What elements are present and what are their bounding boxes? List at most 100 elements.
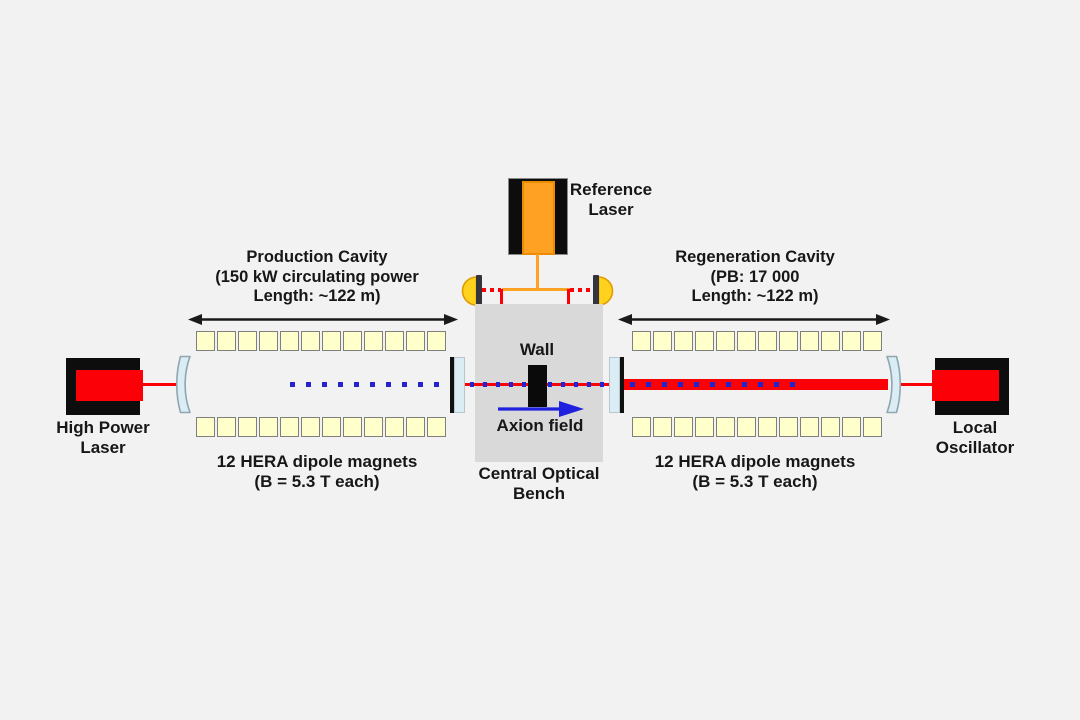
magnet-square <box>842 331 861 351</box>
dotted-beam-right <box>570 288 593 292</box>
magnet-square <box>238 331 257 351</box>
magnet-row-right-bottom <box>632 417 882 437</box>
regeneration-cavity-length: Length: ~122 m) <box>691 287 819 305</box>
magnet-square <box>322 331 341 351</box>
magnet-square <box>343 331 362 351</box>
wall-label: Wall <box>519 340 555 359</box>
magnet-square <box>301 331 320 351</box>
local-oscillator-label: Local Oscillator <box>910 418 1040 458</box>
magnet-square <box>280 331 299 351</box>
high-power-laser-label-line2: Laser <box>80 438 126 457</box>
magnet-square <box>758 331 777 351</box>
regeneration-cavity-title: Regeneration Cavity <box>675 248 835 266</box>
production-cavity-label: Production Cavity (150 kW circulating po… <box>167 248 467 307</box>
magnet-square <box>385 417 404 437</box>
magnet-square <box>779 331 798 351</box>
magnet-square <box>716 417 735 437</box>
regeneration-cavity-pb: (PB: 17 000 <box>710 267 800 286</box>
magnet-square <box>301 417 320 437</box>
central-bench-label-line1: Central Optical <box>478 464 600 483</box>
reference-laser-label: Reference Laser <box>556 180 666 220</box>
magnet-square <box>196 331 215 351</box>
local-oscillator-label-line1: Local <box>952 418 998 437</box>
flat-mirror-left <box>454 357 465 413</box>
magnet-square <box>863 417 882 437</box>
curved-mirror-left-icon <box>175 355 193 414</box>
high-power-laser-core <box>76 370 143 401</box>
magnet-square <box>322 417 341 437</box>
regeneration-cavity-label: Regeneration Cavity (PB: 17 000 Length: … <box>605 248 905 307</box>
production-cavity-length: Length: ~122 m) <box>253 287 381 305</box>
wall <box>528 365 547 407</box>
hera-magnets-label-right: 12 HERA dipole magnets (B = 5.3 T each) <box>605 452 905 492</box>
magnet-row-left-top <box>196 331 446 351</box>
flat-mirror-right <box>609 357 620 413</box>
axion-field-label: Axion field <box>496 416 584 435</box>
magnet-square <box>842 417 861 437</box>
curved-mirror-right-icon <box>884 355 902 414</box>
magnet-square <box>259 417 278 437</box>
magnet-square <box>427 417 446 437</box>
flat-mirror-left-coating <box>450 357 454 413</box>
magnet-square <box>364 331 383 351</box>
magnet-square <box>259 331 278 351</box>
production-cavity-power: (150 kW circulating power <box>215 267 419 286</box>
magnet-row-left-bottom <box>196 417 446 437</box>
hera-right-line1: 12 HERA dipole magnets <box>654 452 856 471</box>
hp-laser-output-beam <box>141 383 181 386</box>
magnet-square <box>800 331 819 351</box>
magnet-square <box>196 417 215 437</box>
magnet-square <box>821 331 840 351</box>
magnet-square <box>385 331 404 351</box>
magnet-square <box>863 331 882 351</box>
magnet-square <box>364 417 383 437</box>
magnet-square <box>217 331 236 351</box>
magnet-square <box>800 417 819 437</box>
high-power-laser-label: High Power Laser <box>38 418 168 458</box>
magnet-square <box>716 331 735 351</box>
magnet-square <box>217 417 236 437</box>
magnet-row-right-top <box>632 331 882 351</box>
magnet-square <box>406 331 425 351</box>
reference-beam-horizontal <box>502 288 570 291</box>
magnet-square <box>343 417 362 437</box>
magnet-square <box>406 417 425 437</box>
hera-left-line1: 12 HERA dipole magnets <box>216 452 418 471</box>
reference-beam-vertical <box>536 254 539 290</box>
photodetector-left-plate <box>476 275 482 306</box>
hera-left-line2: (B = 5.3 T each) <box>254 472 380 491</box>
regeneration-cavity-extent-arrow-icon <box>618 311 890 328</box>
magnet-square <box>737 417 756 437</box>
magnet-square <box>280 417 299 437</box>
production-cavity-title: Production Cavity <box>246 248 388 266</box>
central-bench-label: Central Optical Bench <box>459 464 619 503</box>
photodetector-left-icon <box>460 276 478 306</box>
dotted-beam-left <box>482 288 501 292</box>
axion-field-arrow-icon <box>496 399 586 419</box>
magnet-square <box>779 417 798 437</box>
magnet-square <box>427 331 446 351</box>
magnet-square <box>674 417 693 437</box>
local-oscillator-core <box>932 370 999 401</box>
reference-laser-label-line2: Laser <box>588 200 634 219</box>
magnet-square <box>821 417 840 437</box>
production-cavity-extent-arrow-icon <box>188 311 458 328</box>
photodetector-right-plate <box>593 275 599 306</box>
magnet-square <box>653 331 672 351</box>
magnet-square <box>674 331 693 351</box>
reference-laser-core <box>522 181 555 255</box>
magnet-square <box>653 417 672 437</box>
production-beam-axion-dots <box>290 382 452 387</box>
regeneration-beam-axion-dots <box>630 382 795 387</box>
lo-laser-input-beam <box>898 383 936 386</box>
local-oscillator-label-line2: Oscillator <box>935 438 1015 457</box>
magnet-square <box>632 331 651 351</box>
magnet-square <box>695 417 714 437</box>
magnet-square <box>238 417 257 437</box>
high-power-laser-label-line1: High Power <box>56 418 150 437</box>
magnet-square <box>632 417 651 437</box>
flat-mirror-right-coating <box>620 357 624 413</box>
hera-right-line2: (B = 5.3 T each) <box>692 472 818 491</box>
magnet-square <box>737 331 756 351</box>
